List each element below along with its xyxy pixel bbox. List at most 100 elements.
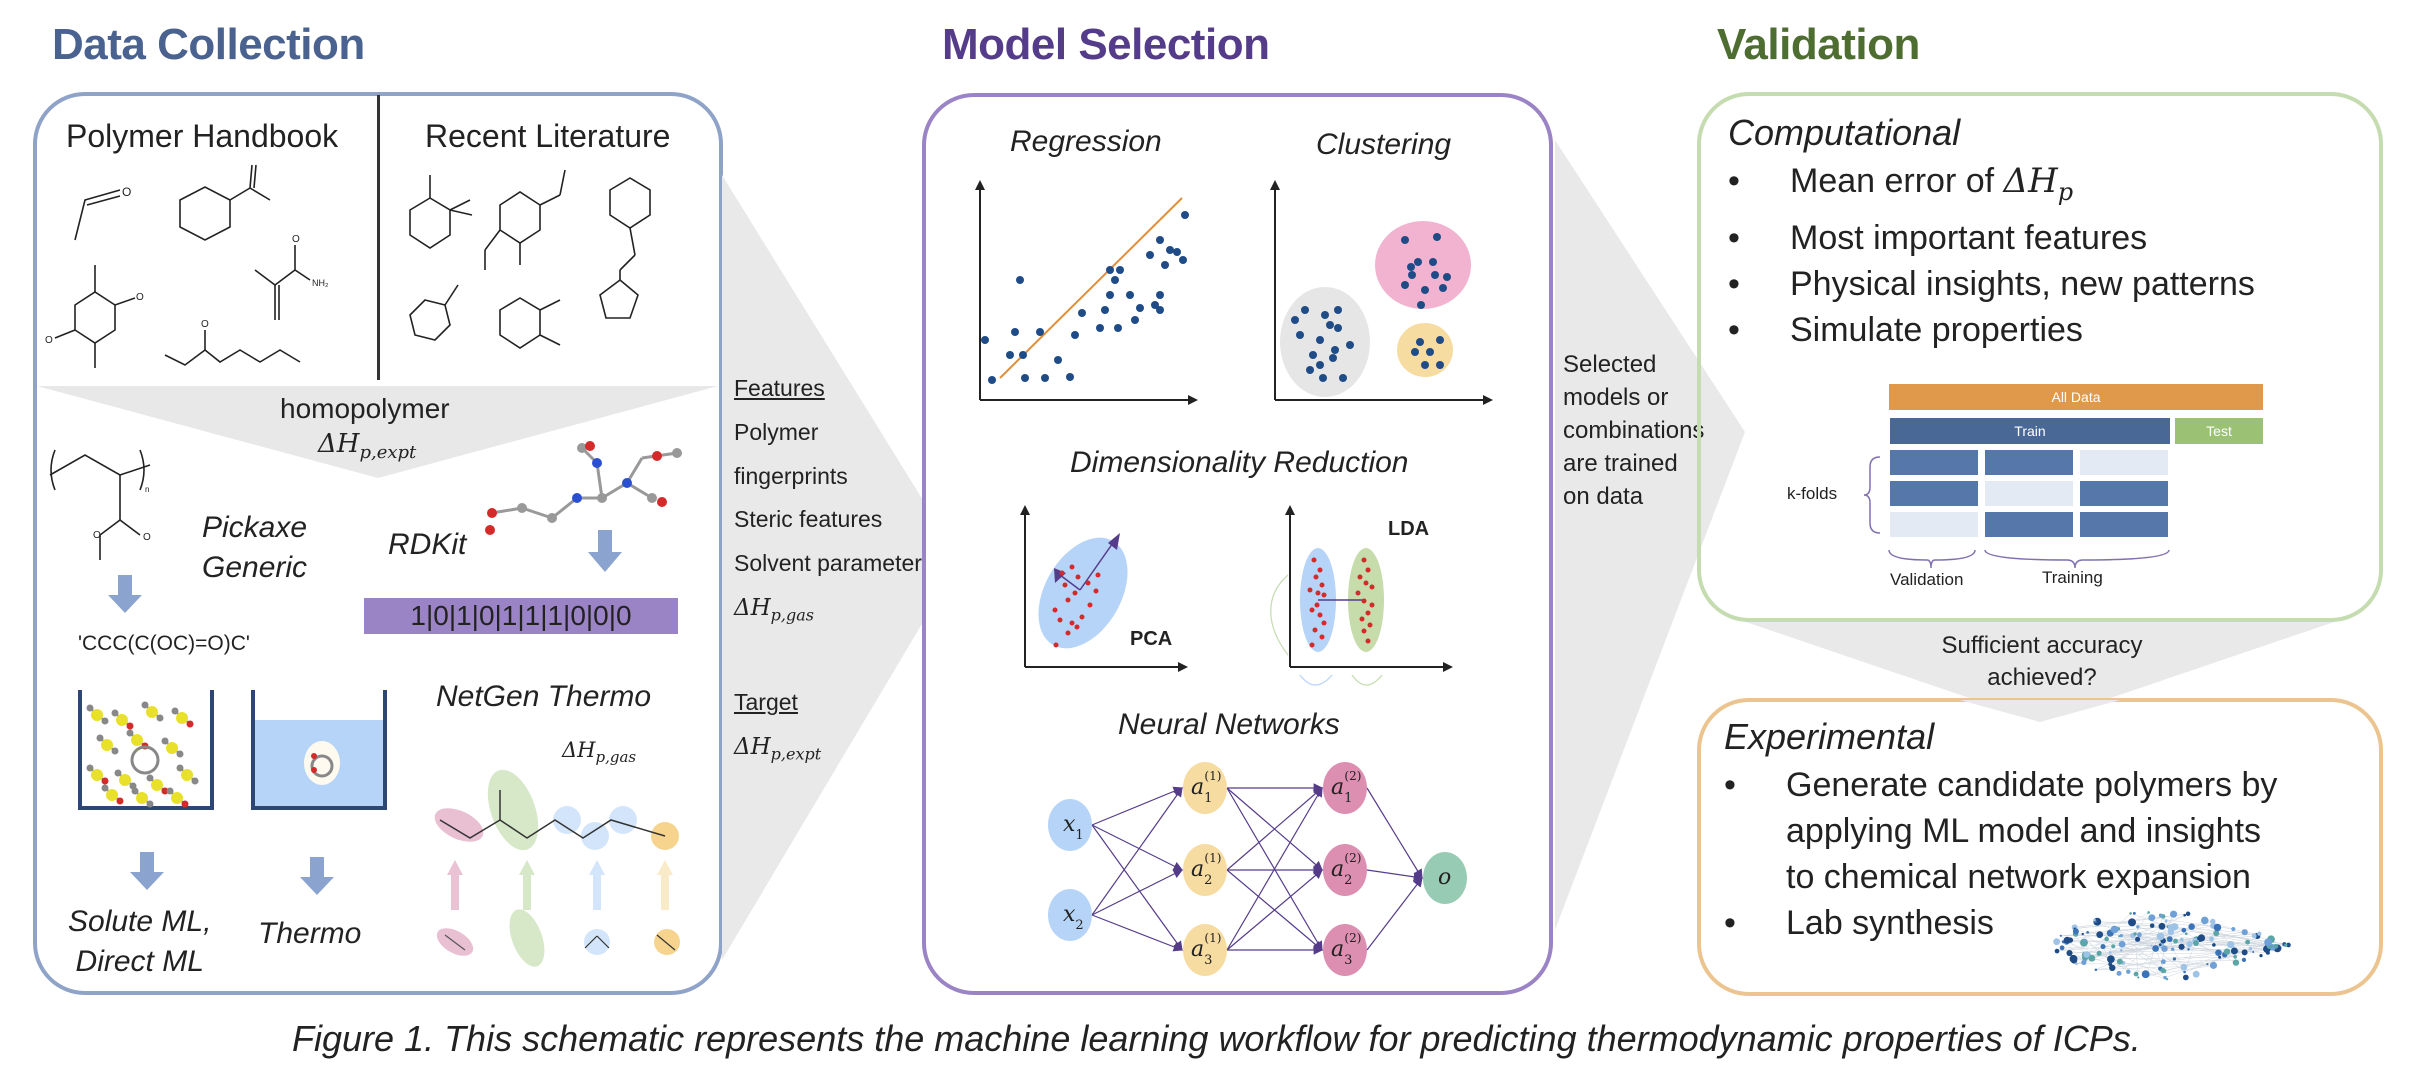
network-node xyxy=(2126,969,2131,974)
regression-point xyxy=(1179,256,1187,264)
validation-fold-label: Validation xyxy=(1890,570,1964,589)
pickaxe-line-1: Pickaxe xyxy=(202,511,308,544)
lda-point xyxy=(1357,574,1363,580)
lda-point xyxy=(1365,638,1371,644)
cluster-point xyxy=(1421,286,1429,294)
cluster-point xyxy=(1296,331,1304,339)
network-node xyxy=(2152,945,2159,952)
lda-point xyxy=(1369,584,1375,590)
netgen-thermo-label: NetGen Thermo xyxy=(436,680,652,713)
network-node xyxy=(2192,970,2200,978)
regression-point xyxy=(1166,246,1174,254)
nn-edge xyxy=(1366,787,1423,880)
source-polymer-handbook: Polymer Handbook xyxy=(66,118,339,154)
cluster-point xyxy=(1346,341,1354,349)
homopolymer-quantity: ΔHp,expt xyxy=(318,428,416,463)
network-node xyxy=(2109,964,2116,972)
regression-plot xyxy=(975,180,1198,405)
svg-text:O: O xyxy=(93,530,101,541)
svg-text:O: O xyxy=(143,532,151,543)
regression-point xyxy=(1106,291,1114,299)
accuracy-line-1: Sufficient accuracy xyxy=(1941,632,2143,659)
cluster-point xyxy=(1431,271,1439,279)
delta-h-subscript: p xyxy=(2057,177,2074,206)
network-node xyxy=(2104,936,2109,942)
feature-delta-h-gas: ΔHp,gas xyxy=(734,585,814,638)
cluster-point xyxy=(1316,336,1324,344)
cluster-point xyxy=(1339,374,1347,382)
network-node xyxy=(2173,938,2178,944)
network-node xyxy=(2136,932,2142,938)
cluster-point xyxy=(1408,271,1416,279)
kfolds-label: k-folds xyxy=(1787,484,1838,503)
network-node xyxy=(2206,963,2209,966)
nn-edge xyxy=(1091,786,1184,826)
network-node xyxy=(2230,947,2238,955)
network-node xyxy=(2116,958,2123,965)
cluster-point xyxy=(1316,361,1324,369)
pca-point xyxy=(1085,580,1091,586)
network-node xyxy=(2083,951,2090,958)
network-node xyxy=(2245,939,2251,945)
pca-point xyxy=(1059,570,1065,576)
dimensionality-reduction-label: Dimensionality Reduction xyxy=(1070,446,1409,479)
network-node xyxy=(2075,962,2078,966)
delta-h-symbol: ΔH xyxy=(2003,161,2058,201)
network-node xyxy=(2284,943,2288,947)
network-node xyxy=(2160,959,2166,965)
cluster-point xyxy=(1309,351,1317,359)
lda-point xyxy=(1309,642,1315,648)
nn-node xyxy=(1323,762,1367,814)
network-node xyxy=(2165,977,2169,981)
regression-point xyxy=(1156,291,1164,299)
validation-title: Validation xyxy=(1717,20,1920,69)
network-node xyxy=(2081,959,2087,965)
nn-edge xyxy=(1091,787,1183,916)
nn-edge xyxy=(1366,877,1423,951)
arrow-to-thermo xyxy=(300,857,334,895)
network-node xyxy=(2209,961,2218,969)
regression-point xyxy=(988,376,996,384)
nn-node xyxy=(1183,924,1227,976)
train-bar: Train xyxy=(1890,418,2170,444)
nn-edge xyxy=(1226,869,1323,951)
network-node xyxy=(2233,955,2237,959)
pca-point xyxy=(1079,614,1085,620)
lda-point xyxy=(1314,602,1320,608)
source-divider xyxy=(377,95,380,380)
item-line: Generate candidate polymers by xyxy=(1786,766,2278,804)
network-node xyxy=(2241,949,2248,956)
nn-edge xyxy=(1226,786,1323,951)
computational-item: Simulate properties xyxy=(1728,307,2255,353)
regression-point xyxy=(1173,248,1181,256)
cluster-point xyxy=(1326,321,1334,329)
network-node xyxy=(2197,934,2206,942)
network-node xyxy=(2231,927,2236,932)
network-node xyxy=(2069,954,2078,963)
network-node xyxy=(2128,918,2136,927)
network-node xyxy=(2187,948,2190,951)
cluster-point xyxy=(1334,306,1342,314)
network-node xyxy=(2120,949,2123,952)
item-line: Lab synthesis xyxy=(1786,904,1994,942)
network-node xyxy=(2135,936,2141,942)
solvent-beaker xyxy=(78,690,214,810)
experimental-list: Generate candidate polymers by applying … xyxy=(1724,762,2277,946)
cluster-point xyxy=(1421,361,1429,369)
network-node xyxy=(2241,957,2247,962)
cluster-point xyxy=(1436,336,1444,344)
svg-text:O: O xyxy=(45,335,53,346)
selected-line: combinations xyxy=(1563,417,1705,444)
network-node xyxy=(2193,940,2199,946)
svg-text:NH₂: NH₂ xyxy=(312,278,329,288)
regression-point xyxy=(1078,309,1086,317)
lda-point xyxy=(1363,580,1369,586)
neural-networks-label: Neural Networks xyxy=(1118,708,1340,741)
delta-h-symbol: ΔH xyxy=(318,429,360,459)
network-node xyxy=(2183,913,2186,917)
network-node xyxy=(2132,911,2136,915)
selected-line: models or xyxy=(1563,384,1669,411)
network-node xyxy=(2094,968,2098,972)
network-node xyxy=(2169,910,2178,918)
